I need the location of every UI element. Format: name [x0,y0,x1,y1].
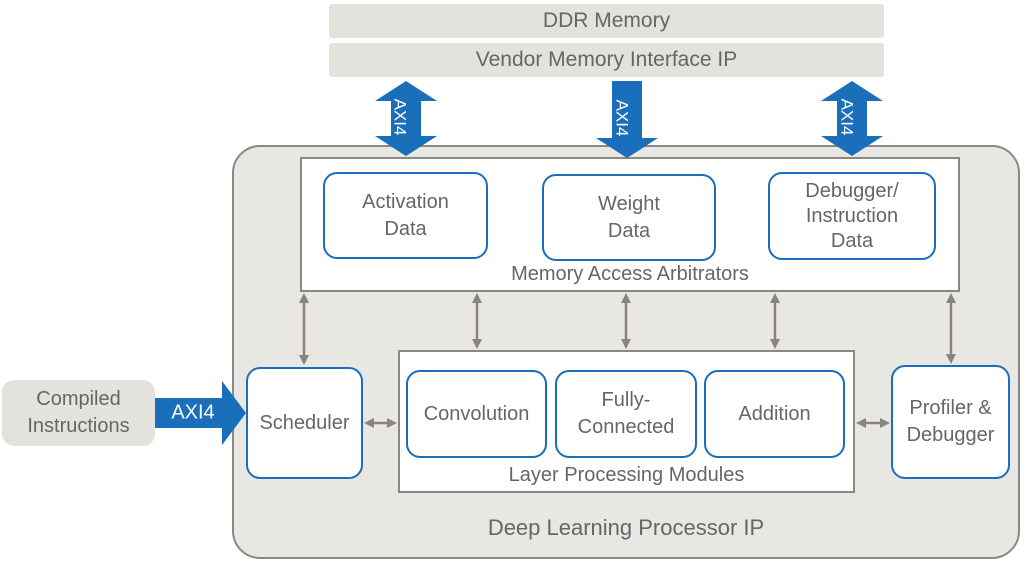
weight-data-box: Weight Data [542,174,716,261]
axi4-label-activation: AXI4 [391,99,410,136]
compiled-line-2: Instructions [27,415,130,437]
axi4-right-arrow-scheduler [155,381,246,445]
scheduler-label: Scheduler [259,411,350,434]
convolution-box: Convolution [406,370,547,458]
debugger-data-line-3: Data [830,229,874,252]
addition-box: Addition [704,370,845,458]
weight-data-line-1: Weight [598,192,660,215]
weight-data-line-2: Data [607,219,651,242]
compiled-line-1: Compiled [36,388,121,410]
debugger-data-line-2: Instruction [805,204,899,227]
axi4-label-scheduler: AXI4 [171,401,214,423]
fully-connected-line-2: Connected [577,416,675,438]
layer-processing-modules-title: Layer Processing Modules [508,463,745,486]
axi4-double-arrow-debugger [821,81,883,156]
vendor-memory-interface-label: Vendor Memory Interface IP [475,48,738,71]
fully-connected-line-1: Fully- [601,389,651,411]
profiler-line-1: Profiler & [909,397,992,419]
activation-data-box: Activation Data [323,172,488,259]
activation-data-line-2: Data [384,217,427,240]
fully-connected-box: Fully- Connected [555,370,697,458]
convolution-label: Convolution [423,402,530,425]
ddr-memory-label: DDR Memory [542,9,671,32]
activation-data-line-1: Activation [362,190,449,213]
axi4-double-arrow-activation [375,81,437,156]
debugger-data-line-1: Debugger/ [805,179,899,202]
compiled-instructions-box: Compiled Instructions [2,380,155,446]
memory-access-arbitrators-title: Memory Access Arbitrators [511,262,749,285]
addition-label: Addition [738,402,811,425]
axi4-label-weight: AXI4 [613,100,632,137]
axi4-label-debugger: AXI4 [838,99,857,136]
scheduler-box: Scheduler [246,367,363,479]
debugger-instruction-data-box: Debugger/ Instruction Data [768,172,936,260]
vendor-memory-interface-bar: Vendor Memory Interface IP [329,43,884,77]
processor-title: Deep Learning Processor IP [487,515,765,540]
ddr-memory-bar: DDR Memory [329,4,884,38]
profiler-line-2: Debugger [906,424,995,446]
profiler-debugger-box: Profiler & Debugger [891,365,1010,479]
axi4-down-arrow-weight [596,81,658,158]
